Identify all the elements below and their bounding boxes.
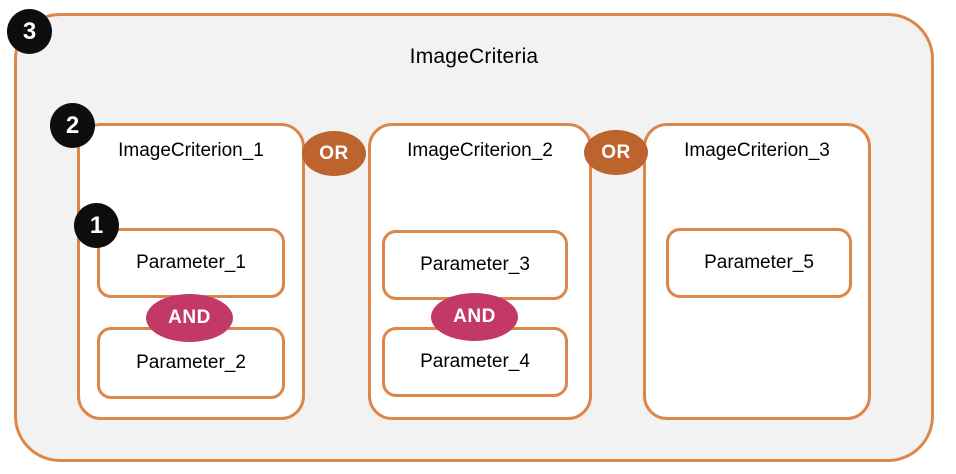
or-connector-badge-1: OR [302, 131, 366, 176]
parameter-3-box: Parameter_3 [382, 230, 568, 300]
and-connector-badge-1: AND [146, 294, 233, 342]
and-connector-badge-2: AND [431, 293, 518, 341]
or-connector-badge-2: OR [584, 130, 648, 175]
step-marker-2: 2 [50, 103, 95, 148]
imagecriterion-1-label: ImageCriterion_1 [118, 140, 264, 161]
parameter-5-box: Parameter_5 [666, 228, 852, 298]
step-marker-1: 1 [74, 203, 119, 248]
parameter-1-box: Parameter_1 [97, 228, 285, 298]
imagecriterion-2-label: ImageCriterion_2 [407, 140, 553, 161]
imagecriteria-title: ImageCriteria [409, 45, 539, 68]
imagecriterion-3-label: ImageCriterion_3 [684, 140, 830, 161]
step-marker-3: 3 [7, 9, 52, 54]
